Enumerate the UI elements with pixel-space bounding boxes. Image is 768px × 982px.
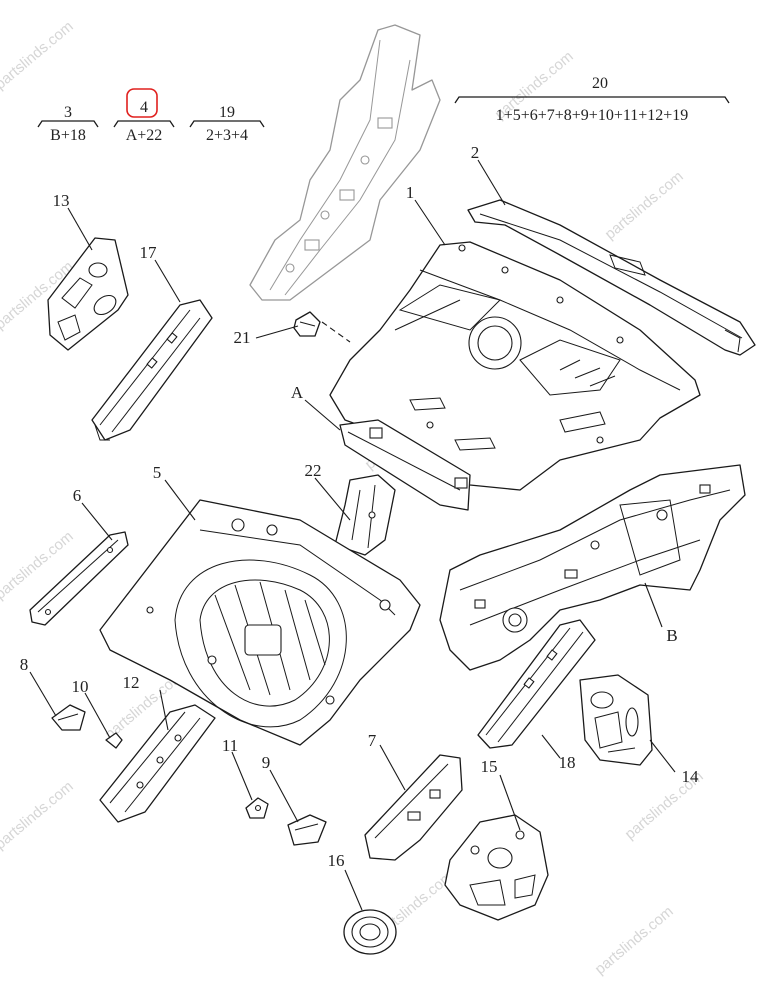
combo-bracket [454, 96, 730, 104]
combo-20: 20 1+5+6+7+8+9+10+11+12+19 [454, 75, 730, 124]
part-labels: 1 2 13 17 21 A 22 5 6 B 18 14 15 7 12 11… [20, 143, 699, 870]
combo-formula: 1+5+6+7+8+9+10+11+12+19 [496, 107, 689, 124]
part-9-plate[interactable] [287, 814, 327, 846]
label-22: 22 [305, 461, 322, 480]
part-14-plate[interactable] [579, 674, 653, 766]
combo-number: 4 [140, 99, 148, 116]
label-10: 10 [72, 677, 89, 696]
label-B: B [666, 626, 677, 645]
watermark: partslinds.com [592, 903, 677, 978]
part-11-bracket[interactable] [245, 797, 269, 819]
combo-19: 19 2+3+4 [189, 104, 265, 144]
combo-number: 19 [219, 104, 235, 121]
part-B-side-rail[interactable] [439, 464, 746, 671]
watermark: partslinds.com [0, 778, 77, 853]
part-12-rail[interactable] [99, 704, 216, 823]
label-18: 18 [559, 753, 576, 772]
label-8: 8 [20, 655, 29, 674]
part-13-plate[interactable] [47, 237, 129, 351]
highlight-box [126, 88, 158, 118]
combo-number: 20 [592, 75, 608, 92]
label-16: 16 [328, 851, 345, 870]
label-13: 13 [53, 191, 70, 210]
label-2: 2 [471, 143, 480, 162]
label-6: 6 [73, 486, 82, 505]
label-21: 21 [234, 328, 251, 347]
leader-lines [29, 159, 676, 911]
part-8-bracket[interactable] [51, 704, 86, 731]
combo-formula: 2+3+4 [206, 127, 248, 144]
part-17-rail[interactable] [91, 299, 213, 441]
part-2-cross-member[interactable] [467, 199, 756, 356]
label-9: 9 [262, 753, 271, 772]
background-rail [249, 24, 441, 301]
label-15: 15 [481, 757, 498, 776]
part-18-rail[interactable] [477, 619, 596, 749]
combo-bracket [189, 120, 265, 128]
combo-formula: B+18 [50, 127, 86, 144]
label-17: 17 [140, 243, 158, 262]
part-A-reinforcement[interactable] [339, 419, 471, 511]
combo-formula: A+22 [126, 127, 163, 144]
label-5: 5 [153, 463, 162, 482]
combo-number: 3 [64, 104, 72, 121]
watermark: partslinds.com [0, 18, 77, 93]
combo-4: 4 A+22 [113, 88, 175, 144]
label-1: 1 [406, 183, 415, 202]
label-12: 12 [123, 673, 140, 692]
label-A: A [291, 383, 304, 402]
part-6-strip[interactable] [29, 531, 129, 626]
combo-3: 3 B+18 [37, 104, 99, 144]
label-11: 11 [222, 736, 238, 755]
label-7: 7 [368, 731, 377, 750]
part-21-bracket[interactable] [293, 311, 351, 343]
watermark: partslinds.com [602, 168, 687, 243]
part-7-reinforcement[interactable] [364, 754, 463, 861]
part-1-rear-floor-panel[interactable] [329, 241, 701, 491]
combo-bracket [37, 120, 99, 128]
part-5-spare-well[interactable] [99, 499, 421, 746]
part-10-clip[interactable] [105, 732, 123, 749]
part-22-bracket[interactable] [334, 474, 396, 556]
part-15-plate[interactable] [444, 814, 549, 921]
part-16-grommet[interactable] [343, 909, 397, 955]
label-14: 14 [682, 767, 700, 786]
combo-bracket [113, 120, 175, 128]
